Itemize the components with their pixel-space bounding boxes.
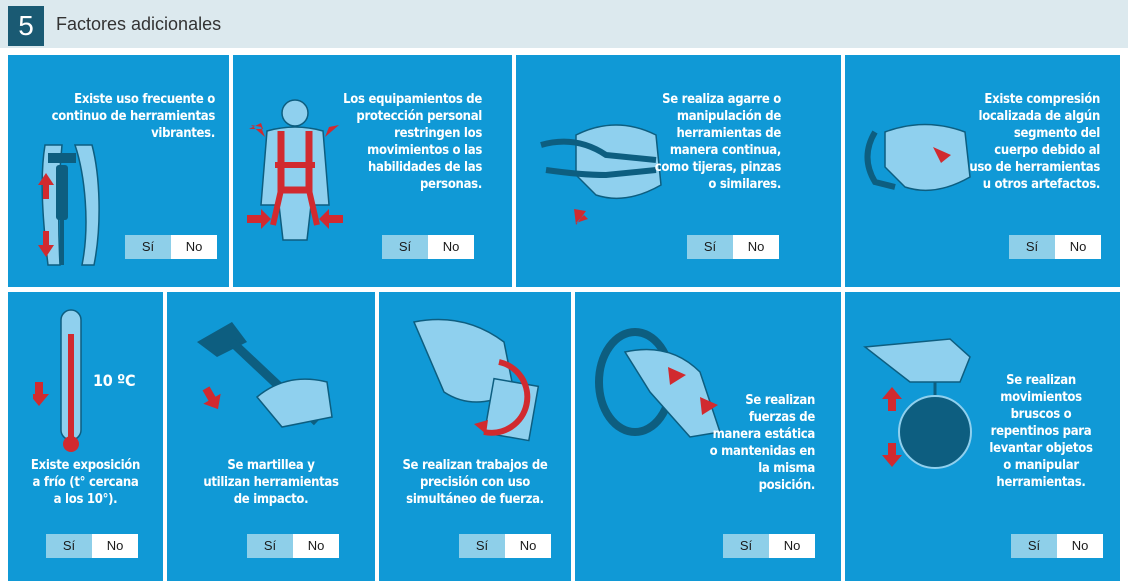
factor-text: Se realizan movimientos bruscos o repent… — [989, 373, 1093, 490]
factor-text: Se realizan trabajos de precisión con us… — [402, 458, 548, 507]
static-force-icon — [595, 328, 721, 438]
factor-text: Los equipamientos de protección personal… — [343, 92, 482, 192]
section-header: 5 Factores adicionales — [0, 0, 1128, 48]
lifting-icon — [863, 338, 972, 469]
compression-icon — [864, 123, 971, 192]
yes-no-toggle[interactable]: Sí No — [687, 235, 779, 259]
no-option[interactable]: No — [293, 534, 339, 558]
factor-card-static-force: Se realizan fuerzas de manera estática o… — [575, 292, 841, 581]
thermometer-icon — [33, 309, 82, 452]
yes-option[interactable]: Sí — [723, 534, 769, 558]
yes-option[interactable]: Sí — [125, 235, 171, 259]
yes-option[interactable]: Sí — [687, 235, 733, 259]
yes-no-toggle[interactable]: Sí No — [1009, 235, 1101, 259]
factor-card-cold: 10 ºC Existe exposición a frío (t° cerca… — [8, 292, 163, 581]
section-title: Factores adicionales — [56, 14, 222, 34]
harness-icon — [247, 99, 343, 241]
factor-card-hammer: Se martillea y utilizan herramientas de … — [167, 292, 375, 581]
no-option[interactable]: No — [92, 534, 138, 558]
no-option[interactable]: No — [505, 534, 551, 558]
no-option[interactable]: No — [1057, 534, 1103, 558]
temperature-label: 10 ºC — [93, 371, 136, 390]
yes-no-toggle[interactable]: Sí No — [247, 534, 339, 558]
factor-text: Se martillea y utilizan herramientas de … — [203, 458, 339, 507]
yes-no-toggle[interactable]: Sí No — [723, 534, 815, 558]
yes-option[interactable]: Sí — [1009, 235, 1055, 259]
precision-hand-icon — [412, 318, 540, 442]
no-option[interactable]: No — [428, 235, 474, 259]
factor-text: Existe exposición a frío (t° cercana a l… — [30, 458, 141, 507]
factor-card-compression: Existe compresión localizada de algún se… — [845, 55, 1120, 287]
no-option[interactable]: No — [733, 235, 779, 259]
factor-text: Existe uso frecuente o continuo de herra… — [51, 92, 216, 141]
factor-card-lifting: Se realizan movimientos bruscos o repent… — [845, 292, 1120, 581]
factor-card-vibration: Existe uso frecuente o continuo de herra… — [8, 55, 229, 287]
section-number: 5 — [8, 6, 44, 46]
yes-option[interactable]: Sí — [46, 534, 92, 558]
hammer-icon — [197, 322, 333, 428]
yes-option[interactable]: Sí — [1011, 534, 1057, 558]
vibrating-tool-icon — [38, 144, 100, 266]
yes-no-toggle[interactable]: Sí No — [459, 534, 551, 558]
yes-no-toggle[interactable]: Sí No — [125, 235, 217, 259]
yes-option[interactable]: Sí — [382, 235, 428, 259]
factor-text: Existe compresión localizada de algún se… — [969, 92, 1100, 192]
factor-text: Se realiza agarre o manipulación de herr… — [654, 92, 782, 192]
yes-no-toggle[interactable]: Sí No — [1011, 534, 1103, 558]
factor-card-ppe: Los equipamientos de protección personal… — [233, 55, 512, 287]
yes-option[interactable]: Sí — [247, 534, 293, 558]
factor-card-grip: Se realiza agarre o manipulación de herr… — [516, 55, 841, 287]
yes-no-toggle[interactable]: Sí No — [382, 235, 474, 259]
no-option[interactable]: No — [769, 534, 815, 558]
yes-option[interactable]: Sí — [459, 534, 505, 558]
factor-text: Se realizan fuerzas de manera estática o… — [709, 393, 816, 493]
no-option[interactable]: No — [171, 235, 217, 259]
yes-no-toggle[interactable]: Sí No — [46, 534, 138, 558]
no-option[interactable]: No — [1055, 235, 1101, 259]
pliers-grip-icon — [540, 124, 662, 225]
factor-card-precision: Se realizan trabajos de precisión con us… — [379, 292, 571, 581]
